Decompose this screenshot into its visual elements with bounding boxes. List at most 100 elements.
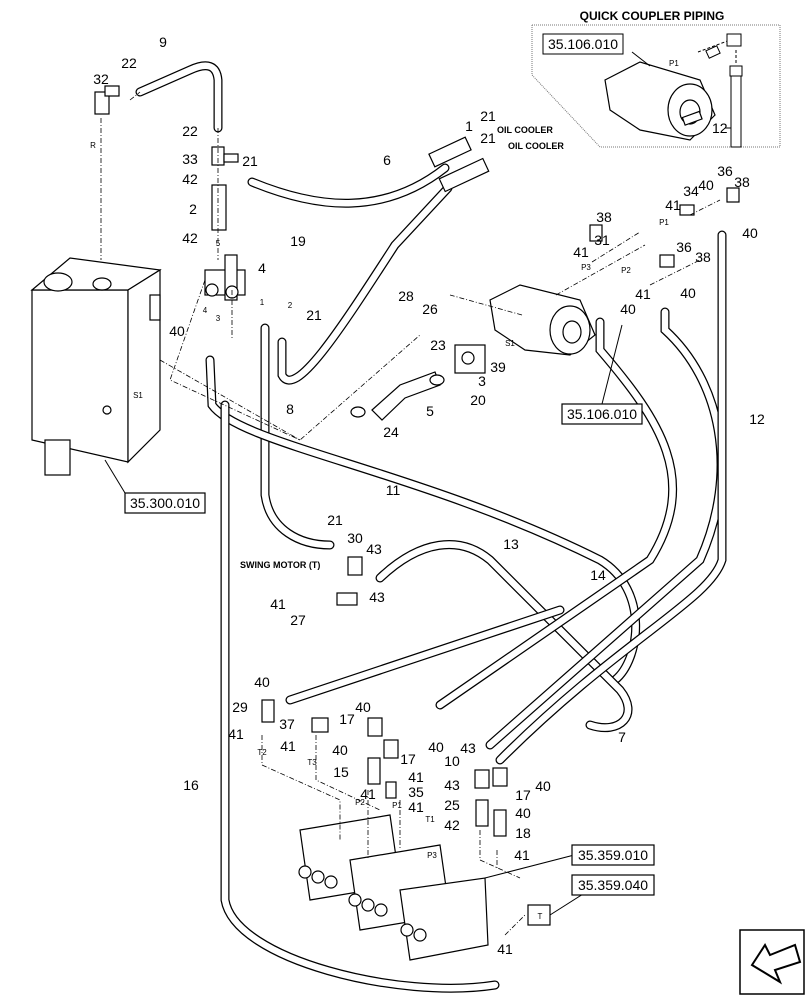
- callout-number: 43: [369, 589, 385, 605]
- inset-ref-box[interactable]: [542, 33, 624, 55]
- callout-number: 17: [400, 751, 416, 767]
- callout-number: 19: [290, 233, 306, 249]
- callout-number: 22: [121, 55, 137, 71]
- hose: [285, 605, 565, 705]
- callout-number: 40: [428, 739, 444, 755]
- inset-callout: 12: [712, 120, 728, 136]
- callout-number: 16: [183, 777, 199, 793]
- callout-number: 12: [749, 411, 765, 427]
- fitting: [726, 187, 740, 203]
- callout-number: 13: [503, 536, 519, 552]
- callout-number: 40: [698, 177, 714, 193]
- centerline: [129, 91, 141, 101]
- components: [30, 85, 740, 961]
- callout-number: 15: [333, 764, 349, 780]
- filter-element: [211, 184, 227, 231]
- callout-number: 31: [594, 232, 610, 248]
- fitting: [659, 254, 675, 268]
- centerline: [261, 735, 341, 840]
- reference-label[interactable]: 35.300.010: [130, 495, 200, 511]
- callout-number: 34: [683, 183, 699, 199]
- callout-number: 42: [182, 171, 198, 187]
- oil-cooler-hose-ends: [428, 136, 490, 193]
- hose: [247, 163, 450, 208]
- fitting: [261, 699, 275, 723]
- callout-number: 5: [426, 403, 434, 419]
- callout-number: 41: [635, 286, 651, 302]
- callout-number: 27: [290, 612, 306, 628]
- reference-box[interactable]: 35.359.010: [484, 844, 655, 879]
- reference-label[interactable]: 35.359.040: [578, 877, 648, 893]
- port-mark: P1: [659, 218, 669, 227]
- callout-number: 40: [355, 699, 371, 715]
- hose: [220, 400, 500, 993]
- oil-cooler-label-2: OIL COOLER: [508, 141, 564, 151]
- callout-number: 43: [444, 777, 460, 793]
- callout-number: 26: [422, 301, 438, 317]
- centerline: [315, 735, 381, 811]
- port-mark: R: [90, 141, 96, 150]
- port-mark: T: [538, 912, 543, 921]
- callout-number: 17: [339, 711, 355, 727]
- hose: [375, 540, 633, 733]
- reference-boxes: 35.106.010 35.300.010 35.359.010 35.359.040: [104, 324, 655, 916]
- callout-number: 33: [182, 151, 198, 167]
- reference-box[interactable]: 35.300.010: [104, 459, 206, 514]
- callout-number: 21: [480, 108, 496, 124]
- hose: [435, 317, 678, 710]
- quick-coupler-inset: QUICK COUPLER PIPING 35.106.010 P1 12: [531, 9, 781, 148]
- callout-number: 38: [734, 174, 750, 190]
- callout-number: 41: [497, 941, 513, 957]
- centerline: [649, 259, 701, 286]
- hose: [495, 230, 727, 765]
- port-mark: 4: [203, 306, 208, 315]
- callout-number: 20: [470, 392, 486, 408]
- inset-ref-label[interactable]: 35.106.010: [548, 36, 618, 52]
- port-mark: P2: [355, 798, 365, 807]
- gear-pump: [489, 284, 596, 356]
- reference-label[interactable]: 35.106.010: [567, 406, 637, 422]
- fitting: [589, 224, 603, 242]
- port-mark: 3: [216, 314, 221, 323]
- centerline: [689, 199, 721, 216]
- centerline: [555, 244, 646, 296]
- callout-number: 36: [717, 163, 733, 179]
- callout-number: 29: [232, 699, 248, 715]
- port-mark: S1: [505, 339, 515, 348]
- callout-number: 41: [270, 596, 286, 612]
- reference-box[interactable]: 35.106.010: [561, 324, 643, 425]
- port-mark: S1: [133, 391, 143, 400]
- callout-number: 40: [620, 301, 636, 317]
- port-mark: T3: [307, 758, 317, 767]
- callout-number: 43: [460, 740, 476, 756]
- next-page-arrow-icon[interactable]: [739, 929, 805, 995]
- fitting: [493, 809, 507, 837]
- fitting: [474, 769, 490, 789]
- callout-number: 7: [618, 729, 626, 745]
- oil-cooler-label-1: OIL COOLER: [497, 125, 553, 135]
- fitting: [475, 799, 489, 827]
- port-mark: P2: [621, 266, 631, 275]
- callout-number: 40: [742, 225, 758, 241]
- callout-number: 41: [408, 799, 424, 815]
- callout-number: 9: [159, 34, 167, 50]
- inset-title: QUICK COUPLER PIPING: [580, 9, 725, 23]
- reference-box[interactable]: 35.359.040: [549, 874, 655, 916]
- port-mark: T2: [257, 748, 267, 757]
- callout-number: 8: [286, 401, 294, 417]
- elbow-fitting-32: [94, 85, 120, 115]
- callout-number: 41: [408, 769, 424, 785]
- reference-label[interactable]: 35.359.010: [578, 847, 648, 863]
- callout-number: 11: [386, 482, 401, 498]
- hose: [260, 323, 335, 550]
- centerline: [169, 279, 421, 441]
- callout-number: 3: [478, 373, 486, 389]
- fitting: [385, 781, 397, 799]
- fitting: [367, 757, 381, 785]
- hose-clamps: [350, 374, 445, 418]
- port-mark: T1: [425, 815, 435, 824]
- callout-number: 40: [680, 285, 696, 301]
- hose: [135, 61, 223, 133]
